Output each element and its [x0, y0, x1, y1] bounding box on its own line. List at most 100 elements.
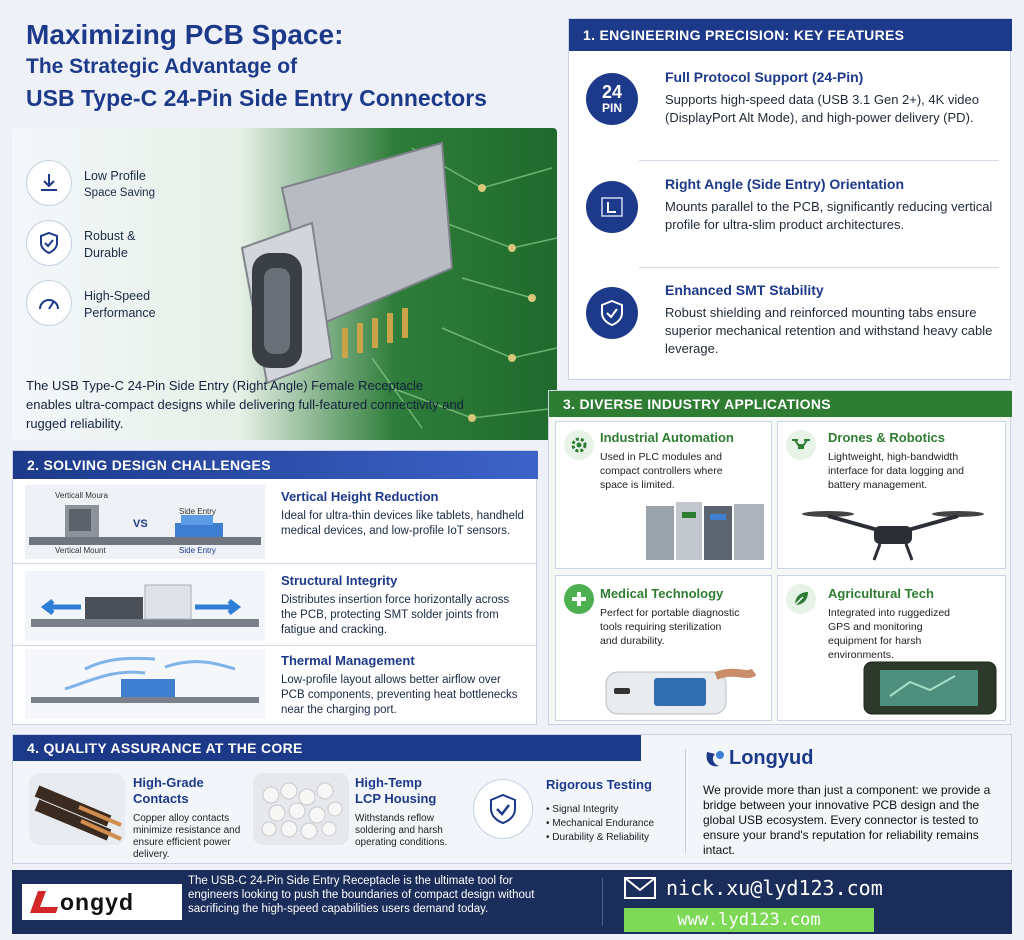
- badge-sublabel: Space Saving: [84, 187, 155, 199]
- app-card-drones: Drones & Robotics Lightweight, high-band…: [777, 421, 1006, 569]
- divider: [602, 878, 603, 926]
- badge-low-profile: Low Profile Space Saving: [26, 160, 226, 210]
- badge-label: High-Speed: [84, 289, 151, 303]
- speedometer-icon: [26, 280, 72, 326]
- feature-title: Full Protocol Support (24-Pin): [665, 69, 864, 85]
- website-link[interactable]: www.lyd123.com: [624, 908, 874, 932]
- website-text: www.lyd123.com: [677, 910, 821, 930]
- brand-statement: We provide more than just a component: w…: [703, 783, 991, 857]
- app-body: Lightweight, high-bandwidth interface fo…: [828, 451, 965, 491]
- diagram-label: VS: [133, 518, 148, 530]
- right-angle-icon: [586, 181, 638, 233]
- feature-body: Robust shielding and reinforced mounting…: [665, 305, 993, 356]
- mail-icon: [624, 877, 656, 899]
- badge-high-speed: High-Speed Performance: [26, 280, 226, 330]
- diagram-label: Vertical Mount: [55, 546, 106, 555]
- qa-bullet-text: Durability & Reliability: [552, 832, 649, 843]
- qa-bullet-text: Signal Integrity: [552, 804, 619, 815]
- footer-logo: ongyd: [22, 884, 182, 920]
- challenges-panel: 2. SOLVING DESIGN CHALLENGES Verticall M…: [12, 450, 538, 725]
- qa-title: LCP Housing: [355, 791, 437, 806]
- divider: [639, 267, 999, 268]
- hero-caption: The USB Type-C 24-Pin Side Entry (Right …: [26, 378, 464, 431]
- quality-panel: 4. QUALITY ASSURANCE AT THE CORE High-Gr…: [12, 734, 1012, 864]
- divider: [639, 160, 999, 161]
- brand-name: Longyud: [729, 747, 814, 769]
- challenge-body: Distributes insertion force horizontally…: [281, 594, 510, 636]
- challenge-row: Structural Integrity Distributes inserti…: [13, 567, 538, 645]
- diagram-label: Side Entry: [179, 546, 216, 555]
- footer-logo-text: ongyd: [60, 888, 134, 915]
- plc-module-image: [646, 502, 764, 560]
- challenge-title: Thermal Management: [281, 653, 415, 668]
- app-title: Medical Technology: [600, 586, 724, 601]
- qa-title: Rigorous Testing: [546, 777, 652, 792]
- pcb-connector-image: [240, 141, 557, 429]
- brand-logo: Longyud: [703, 747, 813, 770]
- brand-mark-icon: [706, 750, 724, 766]
- divider: [685, 749, 686, 853]
- qa-bullet: • Mechanical Endurance: [546, 818, 655, 829]
- title-line-2: The Strategic Advantage of: [26, 55, 298, 78]
- hero-panel: Low Profile Space Saving Robust & Durabl…: [12, 128, 557, 440]
- challenge-row: Thermal Management Low-profile layout al…: [13, 647, 538, 723]
- qa-title: High-Grade: [133, 775, 204, 790]
- challenge-title: Vertical Height Reduction: [281, 489, 439, 504]
- app-body: Perfect for portable diagnostic tools re…: [600, 607, 740, 647]
- qa-bullet: • Signal Integrity: [546, 804, 619, 815]
- app-title: Drones & Robotics: [828, 430, 946, 445]
- logo-l-mark: [30, 891, 58, 913]
- qa-bullet-text: Mechanical Endurance: [552, 818, 655, 829]
- footer-text: The USB-C 24-Pin Side Entry Receptacle i…: [188, 875, 535, 915]
- challenge-title: Structural Integrity: [281, 573, 398, 588]
- airflow-diagram: [25, 649, 265, 719]
- qa-body: Copper alloy contacts minimize resistanc…: [133, 813, 241, 860]
- gear-icon: [564, 430, 594, 460]
- feature-title: Right Angle (Side Entry) Orientation: [665, 176, 905, 192]
- badge-sublabel: Performance: [84, 306, 156, 320]
- pin-badge-number: 24: [601, 82, 623, 102]
- app-body: Integrated into ruggedized GPS and monit…: [828, 607, 951, 661]
- vertical-vs-side-diagram: [25, 485, 265, 559]
- qa-bullet: • Durability & Reliability: [546, 832, 649, 843]
- drone-image: [802, 511, 984, 561]
- drone-icon: [786, 430, 816, 460]
- applications-heading: 3. DIVERSE INDUSTRY APPLICATIONS: [549, 391, 1012, 417]
- badge-label: Low Profile: [84, 169, 146, 183]
- badge-label: Robust &: [84, 229, 136, 243]
- app-body: Used in PLC modules and compact controll…: [600, 451, 723, 491]
- shield-check-icon: [473, 779, 533, 839]
- qa-body: Withstands reflow soldering and harsh op…: [355, 813, 448, 848]
- badge-robust: Robust & Durable: [26, 220, 226, 270]
- footer: ongyd The USB-C 24-Pin Side Entry Recept…: [12, 870, 1012, 934]
- leaf-icon: [786, 584, 816, 614]
- challenge-row: Verticall Moura VS Side Entry Vertical M…: [13, 483, 538, 563]
- email-text: nick.xu@lyd123.com: [666, 876, 883, 900]
- medical-cross-icon: [564, 584, 594, 614]
- app-card-agricultural: Agricultural Tech Integrated into rugged…: [777, 575, 1006, 721]
- features-heading: 1. ENGINEERING PRECISION: KEY FEATURES: [569, 19, 1012, 51]
- shield-icon: [586, 287, 638, 339]
- email-link[interactable]: nick.xu@lyd123.com: [624, 876, 883, 900]
- pin-badge: 24 PIN: [586, 73, 638, 125]
- copper-contacts-image: [29, 773, 125, 845]
- challenge-body: Low-profile layout allows better airflow…: [281, 674, 518, 716]
- feature-title: Enhanced SMT Stability: [665, 282, 824, 298]
- qa-title: Contacts: [133, 791, 189, 806]
- features-panel: 1. ENGINEERING PRECISION: KEY FEATURES 2…: [568, 18, 1012, 380]
- title-line-3: USB Type-C 24-Pin Side Entry Connectors: [26, 85, 487, 111]
- diagram-label: Side Entry: [179, 507, 216, 516]
- challenges-heading: 2. SOLVING DESIGN CHALLENGES: [13, 451, 538, 479]
- app-title: Agricultural Tech: [828, 586, 934, 601]
- rugged-tablet-image: [863, 661, 997, 715]
- download-icon: [26, 160, 72, 206]
- lcp-pellets-image: [253, 773, 349, 845]
- feature-body: Supports high-speed data (USB 3.1 Gen 2+…: [665, 92, 979, 125]
- page-title: Maximizing PCB Space: The Strategic Adva…: [26, 18, 566, 114]
- divider: [13, 645, 538, 646]
- diagram-label: Verticall Moura: [55, 491, 108, 500]
- app-title: Industrial Automation: [600, 430, 734, 445]
- feature-body: Mounts parallel to the PCB, significantl…: [665, 199, 993, 232]
- pin-badge-text: PIN: [601, 101, 622, 115]
- medical-device-image: [605, 668, 756, 715]
